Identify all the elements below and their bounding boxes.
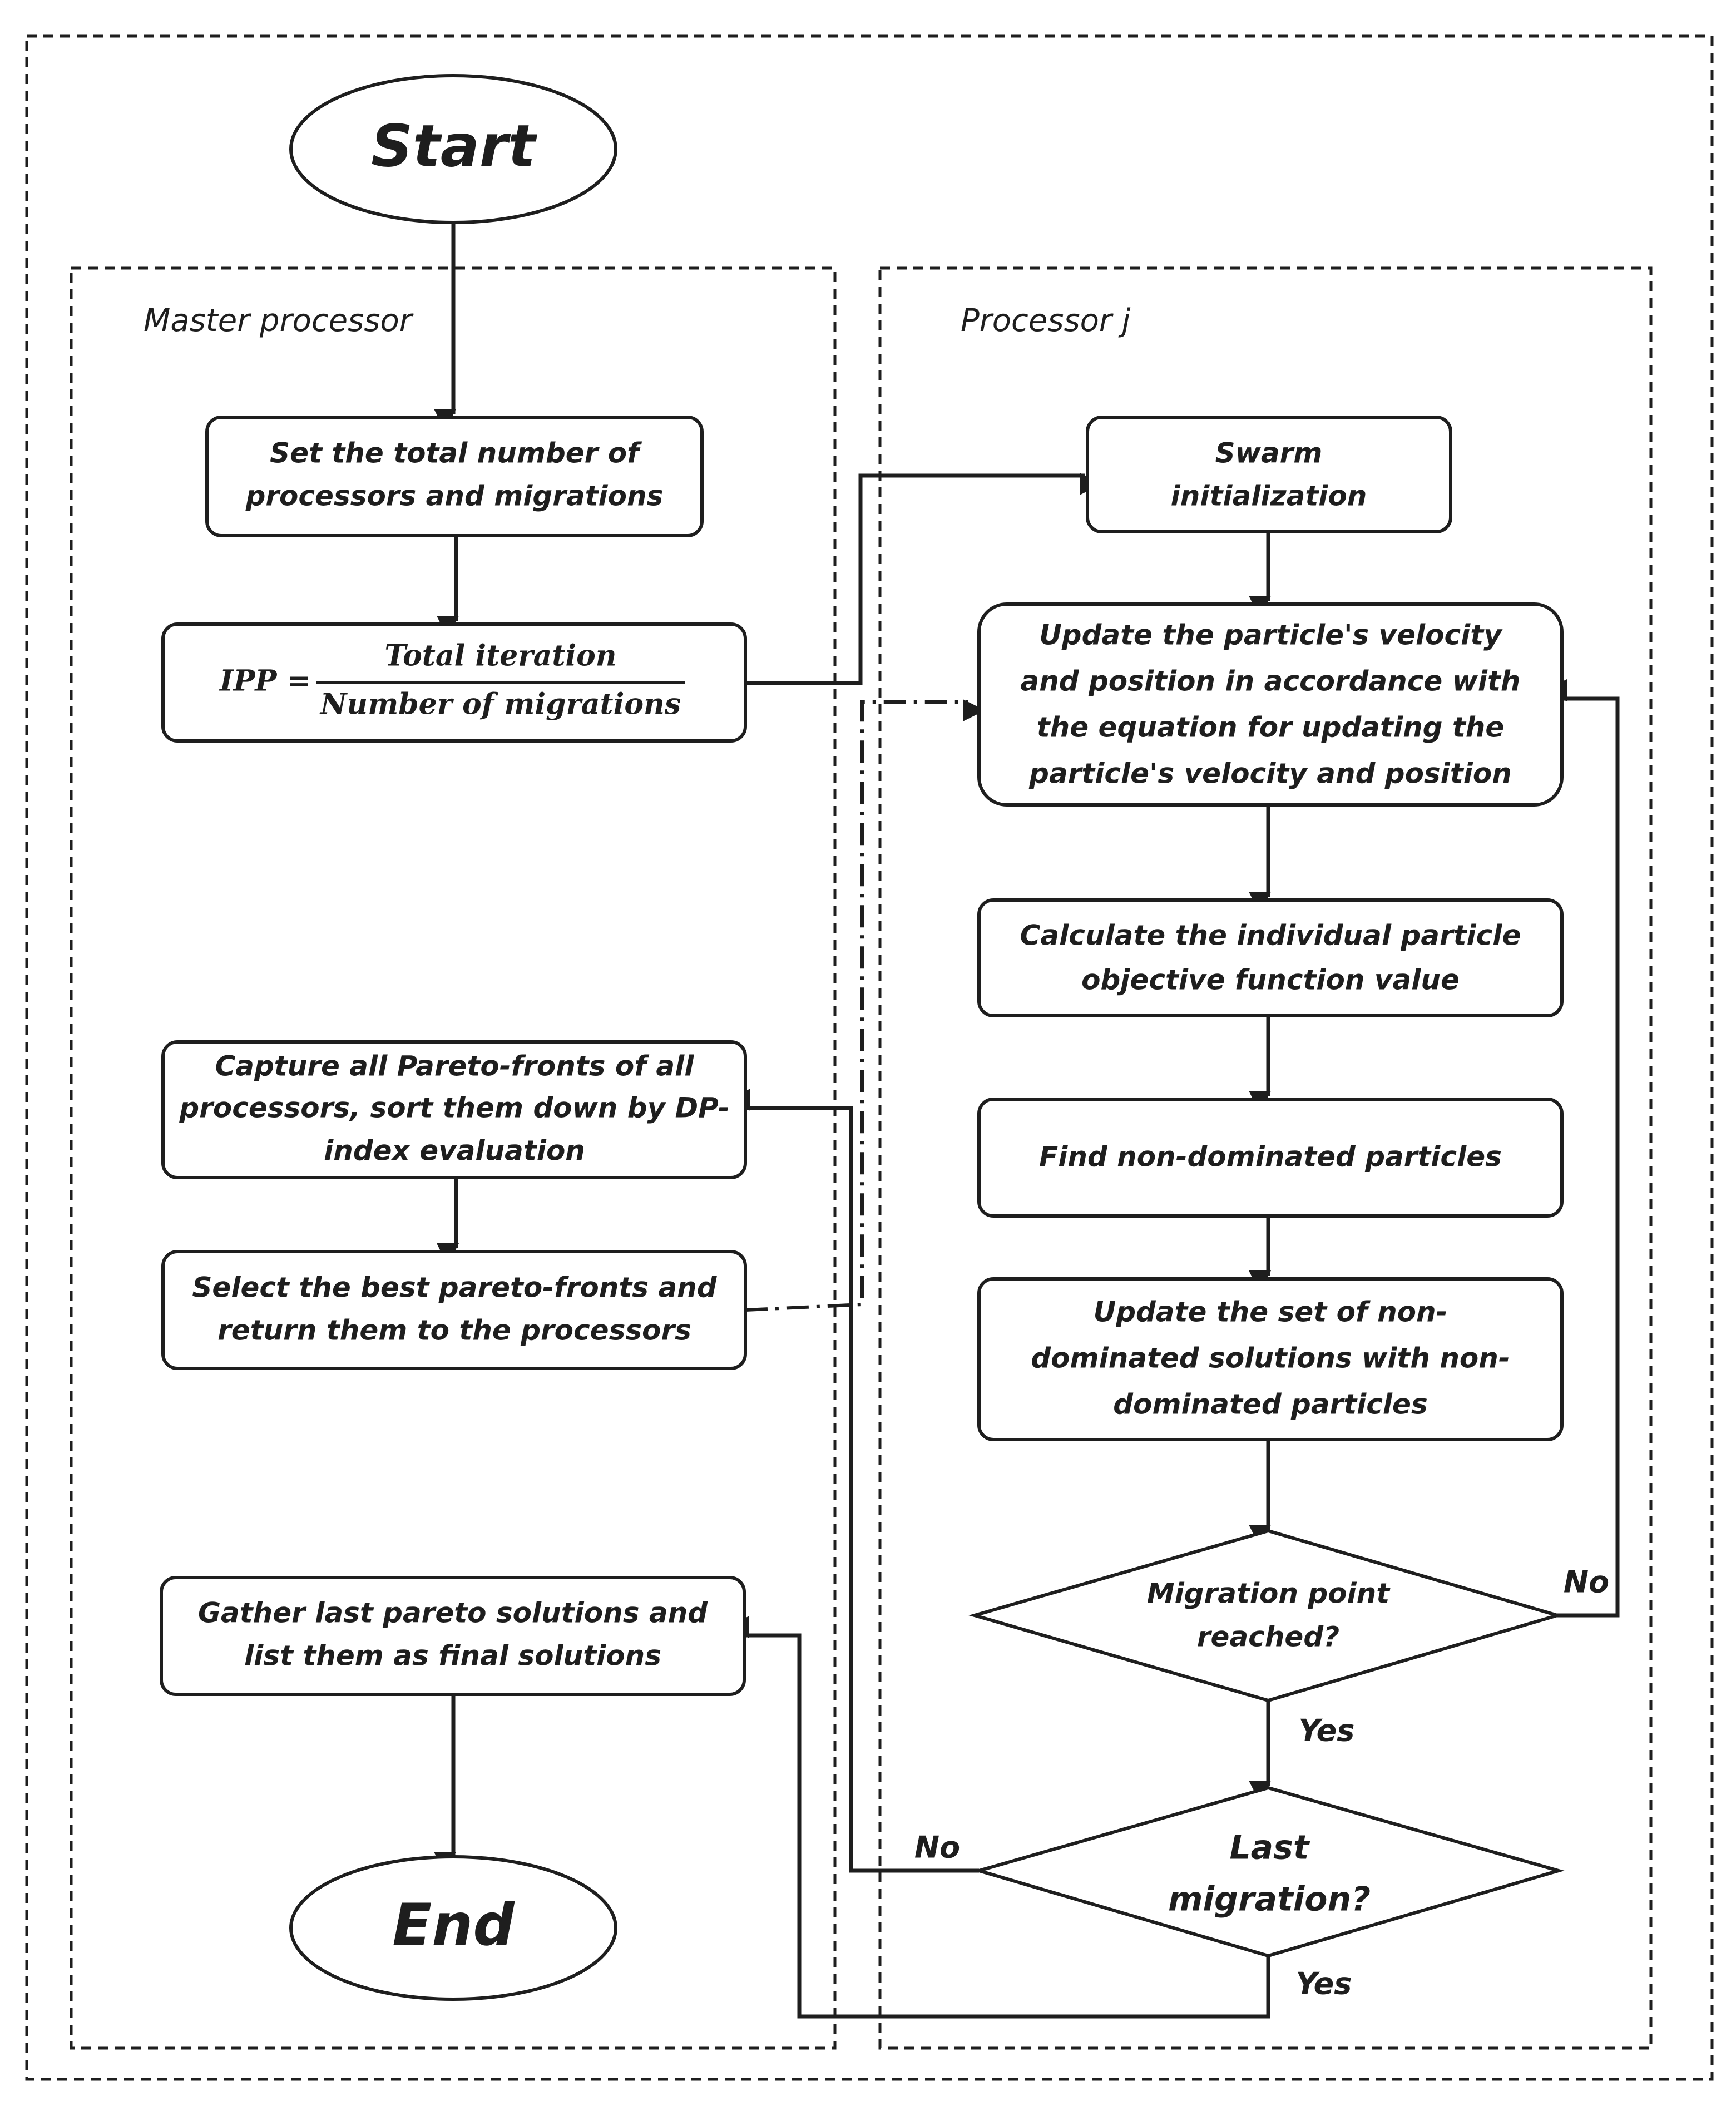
last-migration-line-2: migration? — [1168, 1880, 1371, 1919]
connectors — [434, 223, 1620, 2019]
ipp-numerator: Total iteration — [384, 639, 616, 673]
update-set-box — [977, 1277, 1564, 1441]
end-terminal — [289, 1855, 617, 2001]
capture-box — [161, 1040, 747, 1179]
update-set-line-2: dominated solutions with non- — [1031, 1342, 1510, 1375]
capture-line-2: processors, sort them down by DP- — [179, 1092, 729, 1124]
last-migration-line-1: Last — [1229, 1828, 1310, 1867]
update-velocity-line-2: and position in accordance with — [1020, 665, 1520, 698]
ipp-to-swarm-arrow — [745, 473, 1102, 685]
worker-lane-title: Processor j — [961, 303, 1131, 339]
gather-line-1: Gather last pareto solutions and — [198, 1597, 708, 1629]
find-nondominated-box — [977, 1098, 1564, 1218]
last-no-arrow — [728, 1089, 979, 1873]
last-yes-arrow — [727, 1616, 1270, 2019]
update-velocity-box — [977, 602, 1564, 807]
last-no-label: No — [914, 1830, 960, 1865]
gather-line-2: list them as final solutions — [244, 1640, 661, 1672]
last-migration-diamond — [973, 1786, 1565, 1958]
set-total-line-2: processors and migrations — [245, 480, 664, 512]
calculate-box — [977, 898, 1564, 1017]
select-best-box — [161, 1250, 747, 1370]
set-total-line-1: Set the total number of — [270, 437, 642, 469]
gather-box — [160, 1576, 746, 1696]
migration-no-label: No — [1564, 1565, 1609, 1600]
select-feedback-dashdot — [745, 699, 985, 1312]
master-lane-title: Master processor — [144, 303, 414, 339]
start-terminal — [289, 74, 617, 224]
worker-lane-frame — [878, 266, 1653, 2050]
migration-point-diamond — [968, 1529, 1564, 1703]
select-best-line-1: Select the best pareto-fronts and — [192, 1272, 717, 1304]
update-velocity-line-3: the equation for updating the — [1037, 711, 1505, 744]
migration-no-loop-arrow — [1545, 679, 1620, 1618]
capture-line-1: Capture all Pareto-fronts of all — [215, 1050, 695, 1082]
update-velocity-line-1: Update the particle's velocity — [1039, 619, 1503, 651]
calculate-line-1: Calculate the individual particle — [1020, 919, 1521, 952]
last-yes-label: Yes — [1296, 1966, 1352, 2001]
update-set-line-3: dominated particles — [1113, 1388, 1427, 1421]
migration-point-line-1: Migration point — [1147, 1578, 1391, 1610]
end-label: End — [392, 1891, 515, 1959]
swarm-init-line-1: Swarm — [1215, 437, 1323, 469]
select-best-line-2: return them to the processors — [217, 1314, 691, 1347]
calculate-line-2: objective function value — [1081, 964, 1460, 996]
ipp-denominator: Number of migrations — [319, 688, 681, 721]
set-total-box — [205, 416, 704, 537]
migration-yes-label: Yes — [1299, 1713, 1355, 1748]
swarm-init-box — [1086, 416, 1452, 533]
find-nondominated-line-1: Find non-dominated particles — [1039, 1141, 1502, 1173]
swarm-init-line-2: initialization — [1171, 480, 1367, 512]
capture-line-3: index evaluation — [324, 1135, 585, 1167]
start-label: Start — [371, 112, 537, 180]
migration-point-line-2: reached? — [1197, 1621, 1339, 1653]
update-velocity-line-4: particle's velocity and position — [1028, 758, 1512, 790]
outer-frame — [25, 34, 1714, 2081]
master-lane-frame — [70, 266, 837, 2050]
update-set-line-1: Update the set of non- — [1094, 1296, 1448, 1328]
ipp-lhs: IPP = — [219, 664, 311, 698]
